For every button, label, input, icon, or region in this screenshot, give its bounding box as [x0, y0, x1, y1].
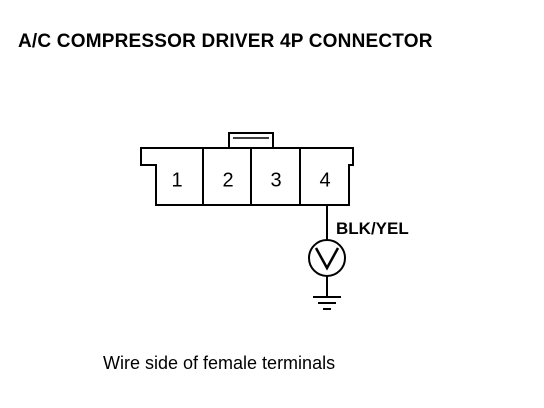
wire-color-label: BLK/YEL — [336, 219, 409, 238]
ground-icon — [313, 296, 341, 310]
pin-1-label: 1 — [171, 169, 182, 191]
voltmeter-icon — [308, 239, 346, 277]
diagram-caption: Wire side of female terminals — [103, 353, 336, 373]
voltmeter-v-glyph — [314, 247, 340, 271]
connector-lock-tab — [228, 132, 274, 149]
pin-2-label: 2 — [222, 169, 233, 191]
pin-4-label: 4 — [319, 169, 330, 191]
pin-3-label: 3 — [270, 169, 281, 191]
diagram-title: A/C COMPRESSOR DRIVER 4P CONNECTOR — [18, 31, 433, 52]
